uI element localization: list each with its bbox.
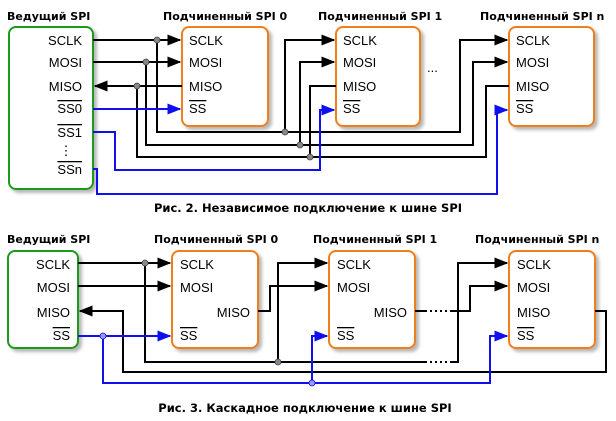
- fig3-master-box: [7, 250, 79, 349]
- fig2-sn-miso: MISO: [516, 79, 549, 94]
- fig3-master-pin-miso: MISO: [37, 305, 70, 320]
- fig3-s0-sclk: SCLK: [180, 257, 214, 272]
- fig2-slave1-title: Подчиненный SPI 1: [318, 10, 442, 23]
- fig3-junctions: [99, 259, 316, 387]
- fig2-slaven-pins: SCLK MOSI MISO SS: [516, 33, 550, 116]
- fig2-sn-sclk: SCLK: [516, 33, 550, 48]
- fig3-slave0-pins: SCLK MOSI MISO SS: [180, 257, 250, 343]
- fig2-master-pin-ss0: SS0: [57, 101, 82, 116]
- fig3-master-pin-sclk: SCLK: [36, 257, 70, 272]
- fig2-s1-ss: SS: [343, 101, 361, 116]
- fig3-slave1-pins: SCLK MOSI MISO SS: [337, 257, 407, 343]
- fig3-sn-ss: SS: [517, 328, 535, 343]
- fig2-slave1-pins: SCLK MOSI MISO SS: [343, 33, 377, 116]
- fig3-sn-sclk: SCLK: [517, 257, 551, 272]
- fig3-caption: Рис. 3. Каскадное подключение к шине SPI: [158, 401, 451, 415]
- figure-3: Ведущий SPI Подчиненный SPI 0 Подчиненны…: [7, 233, 607, 415]
- fig2-junctions: [133, 36, 314, 161]
- fig2-master-pin-sclk: SCLK: [48, 33, 82, 48]
- fig2-dots: [425, 131, 450, 158]
- fig2-master-pin-mosi: MOSI: [49, 55, 82, 70]
- fig2-s1-miso: MISO: [343, 79, 376, 94]
- fig2-s0-ss: SS: [189, 101, 207, 116]
- fig2-s1-sclk: SCLK: [343, 33, 377, 48]
- fig2-master-pin-ssn: SSn: [57, 162, 82, 177]
- fig2-slave1-box: [335, 26, 421, 127]
- fig2-s0-sclk: SCLK: [189, 33, 223, 48]
- figure-2: Ведущий SPI Подчиненный SPI 0 Подчиненны…: [7, 10, 604, 215]
- fig3-slaven-pins: SCLK MOSI MISO SS: [517, 257, 551, 343]
- fig3-slaven-title: Подчиненный SPI n: [475, 233, 599, 246]
- fig3-slave0-title: Подчиненный SPI 0: [154, 233, 279, 246]
- fig2-caption: Рис. 2. Независимое подключение к шине S…: [154, 201, 462, 215]
- fig2-master-pin-vdots: ⋮: [60, 143, 73, 158]
- fig2-slave0-title: Подчиненный SPI 0: [163, 10, 288, 23]
- fig2-slaven-box: [508, 26, 595, 127]
- fig3-slave1-box: [328, 250, 416, 349]
- fig3-s0-ss: SS: [180, 328, 198, 343]
- fig3-s1-ss: SS: [337, 328, 355, 343]
- fig2-slave0-pins: SCLK MOSI MISO SS: [189, 33, 223, 116]
- fig3-master-pin-mosi: MOSI: [37, 280, 70, 295]
- fig3-slave1-title: Подчиненный SPI 1: [313, 233, 437, 246]
- fig2-s0-mosi: MOSI: [189, 55, 222, 70]
- fig3-s0-miso: MISO: [217, 305, 250, 320]
- fig2-s0-miso: MISO: [189, 79, 222, 94]
- fig3-s0-mosi: MOSI: [180, 280, 213, 295]
- fig3-s1-sclk: SCLK: [337, 257, 371, 272]
- fig2-master-title: Ведущий SPI: [7, 10, 90, 23]
- fig2-slave0-box: [181, 26, 269, 127]
- fig2-master-pin-ss1: SS1: [57, 125, 82, 140]
- fig2-sn-ss: SS: [516, 101, 534, 116]
- fig3-mosi-chain-wires: [78, 280, 607, 373]
- fig2-ellipsis: ...: [427, 60, 438, 75]
- fig2-master-pin-miso: MISO: [49, 79, 82, 94]
- fig3-sn-mosi: MOSI: [517, 280, 550, 295]
- fig3-slave0-box: [171, 250, 259, 349]
- fig3-s1-mosi: MOSI: [337, 280, 370, 295]
- fig3-slaven-box: [508, 250, 596, 349]
- fig3-master-title: Ведущий SPI: [7, 233, 90, 246]
- fig2-ss-wires: [93, 103, 509, 195]
- fig3-sclk-wires: [78, 257, 509, 363]
- fig3-master-pin-ss: SS: [53, 328, 71, 343]
- fig2-sn-mosi: MOSI: [516, 55, 549, 70]
- fig3-s1-miso: MISO: [374, 305, 407, 320]
- fig3-sn-miso: MISO: [517, 305, 550, 320]
- fig2-slaven-title: Подчиненный SPI n: [480, 10, 604, 23]
- fig3-ss-wires: [78, 330, 509, 384]
- fig3-dots: [425, 310, 450, 363]
- fig2-s1-mosi: MOSI: [343, 55, 376, 70]
